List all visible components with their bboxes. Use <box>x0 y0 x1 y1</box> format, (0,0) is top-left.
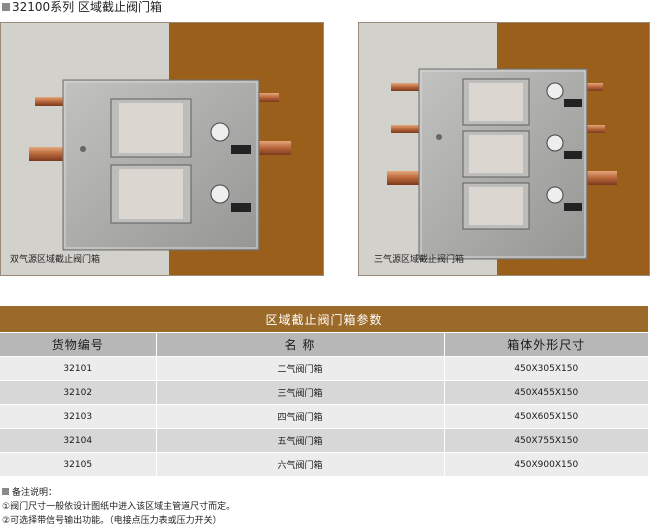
cell-item-number: 32105 <box>0 452 156 476</box>
table-row: 32103 四气阀门箱 450X605X150 <box>0 404 649 429</box>
dual-valve-box-illustration <box>1 23 323 275</box>
cell-item-number: 32103 <box>0 404 156 429</box>
photo-triple-source-valve-box: 三气源区域截止阀门箱 <box>358 22 650 276</box>
cell-dimensions: 450X605X150 <box>443 404 649 429</box>
column-header-dimensions: 箱体外形尺寸 <box>443 332 649 357</box>
cell-name: 六气阀门箱 <box>155 452 444 476</box>
notes-title-line: 备注说明： <box>2 486 235 500</box>
series-title: 32100系列 区域截止阀门箱 <box>2 0 162 14</box>
cell-dimensions: 450X305X150 <box>443 356 649 381</box>
cell-item-number: 32102 <box>0 380 156 405</box>
title-square-icon <box>2 3 10 11</box>
column-header-item-number: 货物编号 <box>0 332 156 357</box>
table-row: 32104 五气阀门箱 450X755X150 <box>0 428 649 453</box>
column-header-name: 名 称 <box>155 332 444 357</box>
table-row: 32101 二气阀门箱 450X305X150 <box>0 356 649 381</box>
triple-valve-box-illustration <box>359 23 649 275</box>
table-title: 区域截止阀门箱参数 <box>0 306 649 333</box>
table-title-row: 区域截止阀门箱参数 <box>0 306 649 333</box>
cell-item-number: 32101 <box>0 356 156 381</box>
notes-square-icon <box>2 488 9 495</box>
cell-dimensions: 450X755X150 <box>443 428 649 453</box>
table-row: 32102 三气阀门箱 450X455X150 <box>0 380 649 405</box>
cell-name: 四气阀门箱 <box>155 404 444 429</box>
table-row: 32105 六气阀门箱 450X900X150 <box>0 452 649 476</box>
series-title-text: 32100系列 区域截止阀门箱 <box>12 0 162 14</box>
cell-dimensions: 450X900X150 <box>443 452 649 476</box>
cell-name: 二气阀门箱 <box>155 356 444 381</box>
cell-dimensions: 450X455X150 <box>443 380 649 405</box>
notes-section: 备注说明： ①阀门尺寸一般依设计图纸中进入该区域主管道尺寸而定。 ②可选择带信号… <box>2 486 235 528</box>
cell-name: 五气阀门箱 <box>155 428 444 453</box>
cell-name: 三气阀门箱 <box>155 380 444 405</box>
note-item: ②可选择带信号输出功能。（电接点压力表或压力开关） <box>2 516 222 526</box>
notes-title: 备注说明： <box>12 488 58 498</box>
note-item: ①阀门尺寸一般依设计图纸中进入该区域主管道尺寸而定。 <box>2 502 236 512</box>
parameter-table: 区域截止阀门箱参数 货物编号 名 称 箱体外形尺寸 32101 二气阀门箱 45… <box>0 306 649 476</box>
table-header-row: 货物编号 名 称 箱体外形尺寸 <box>0 332 649 357</box>
photo-caption-dual: 双气源区域截止阀门箱 <box>10 255 101 265</box>
photo-caption-triple: 三气源区域截止阀门箱 <box>374 255 465 265</box>
cell-item-number: 32104 <box>0 428 156 453</box>
photo-dual-source-valve-box: 双气源区域截止阀门箱 <box>0 22 324 276</box>
